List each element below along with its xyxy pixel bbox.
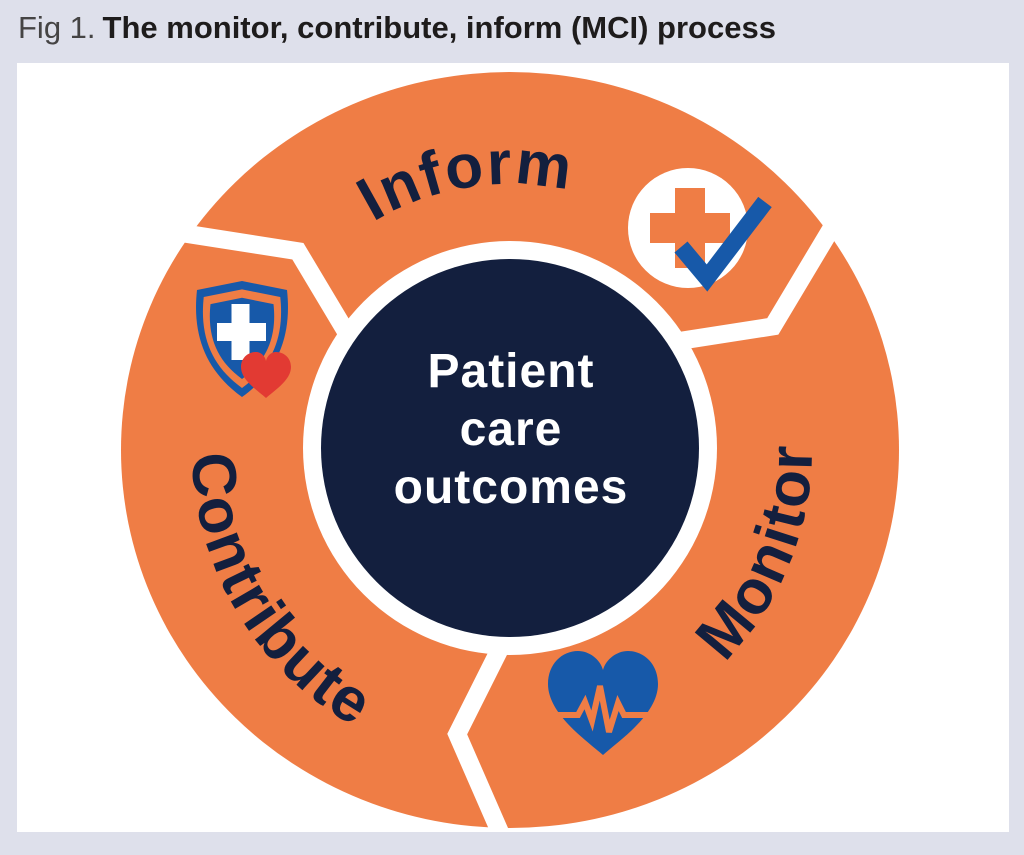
diagram-panel: Patient care outcomes Inform Monitor Con… bbox=[17, 63, 1009, 832]
center-circle bbox=[321, 259, 699, 637]
mci-cycle-diagram: Patient care outcomes Inform Monitor Con… bbox=[121, 72, 899, 832]
heartbeat-heart-icon bbox=[548, 651, 658, 755]
segment-gap-inform-monitor bbox=[658, 216, 844, 353]
figure-label: Fig 1. bbox=[18, 10, 96, 45]
heart-icon bbox=[241, 352, 291, 398]
segment-gap-contribute-inform bbox=[174, 223, 365, 354]
segment-gap-monitor-contribute bbox=[447, 627, 517, 832]
center-text-line3: outcomes bbox=[394, 461, 629, 514]
heartbeat-line-icon bbox=[558, 685, 648, 733]
cross-icon bbox=[217, 304, 266, 360]
medical-cross-icon bbox=[650, 188, 730, 268]
figure-caption: Fig 1.The monitor, contribute, inform (M… bbox=[18, 8, 776, 48]
checkmark-icon bbox=[674, 196, 772, 292]
figure-title: The monitor, contribute, inform (MCI) pr… bbox=[102, 10, 776, 45]
center-text-line1: Patient bbox=[427, 345, 594, 398]
center-text-line2: care bbox=[460, 403, 563, 456]
shield-cross-heart-icon bbox=[196, 281, 291, 398]
medical-cross-check-icon bbox=[628, 168, 772, 292]
